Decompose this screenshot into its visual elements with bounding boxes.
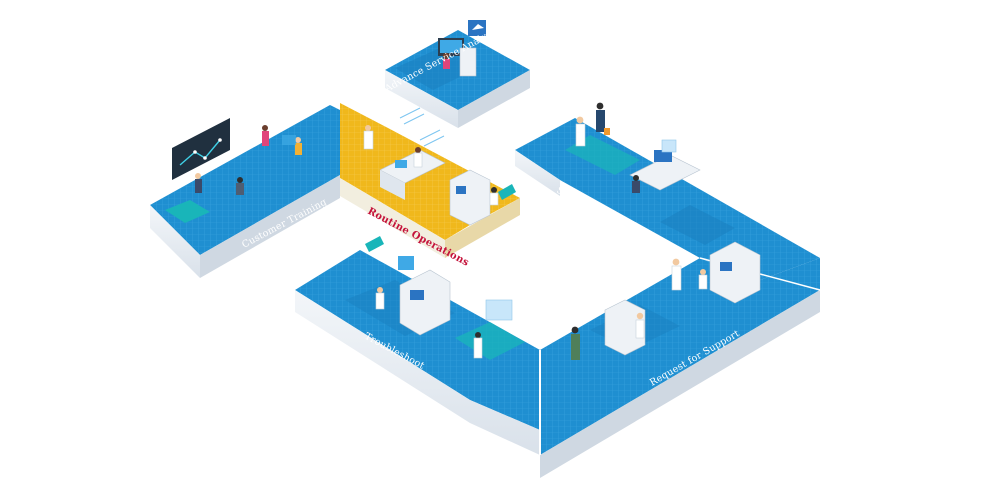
zone-troubleshoot	[295, 250, 540, 455]
zone-routine-operations	[340, 103, 520, 258]
zone-request-for-support	[539, 241, 821, 478]
zone-support-updates	[515, 102, 820, 282]
connector-arrows	[365, 184, 516, 252]
zone-customer-training	[150, 105, 340, 278]
zone-advance-service-analytics	[385, 20, 530, 128]
